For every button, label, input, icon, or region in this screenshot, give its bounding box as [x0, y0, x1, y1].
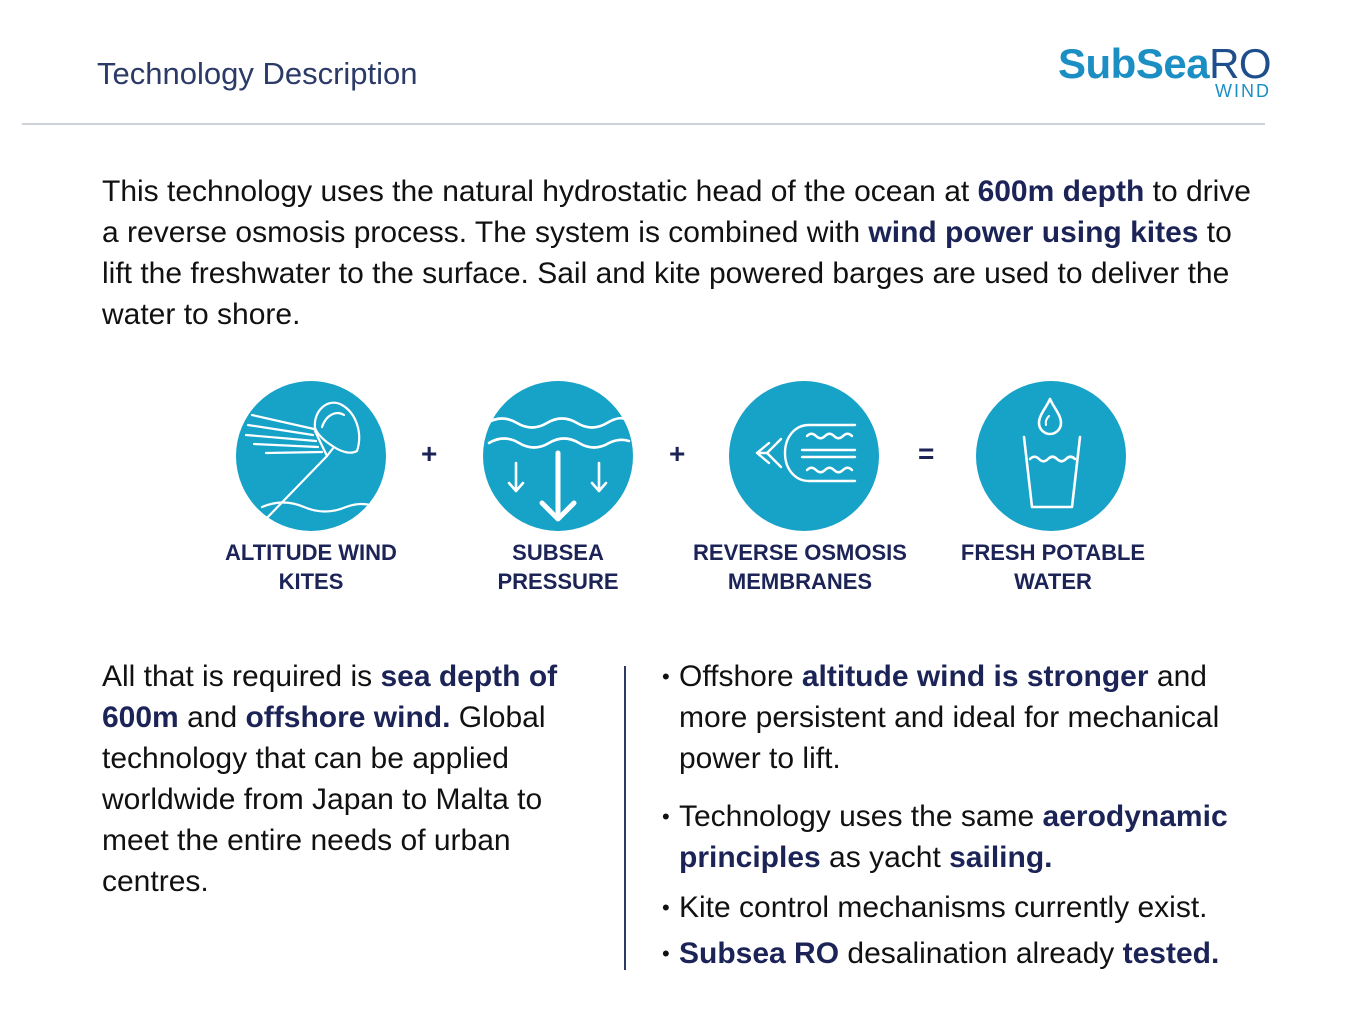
- caption-fresh-potable-water: FRESH POTABLE WATER: [960, 540, 1146, 594]
- equals-operator: =: [918, 438, 935, 469]
- caption-reverse-osmosis-membranes: REVERSE OSMOSIS MEMBRANES: [693, 540, 907, 594]
- plus-operator-2: +: [669, 438, 686, 469]
- membrane-icon: [729, 381, 879, 531]
- bullet-dot: •: [662, 941, 670, 966]
- logo-wind-text: WIND: [1215, 81, 1271, 101]
- intro-text-1: This technology uses the natural hydrost…: [102, 175, 978, 208]
- plus-operator-1: +: [421, 438, 438, 469]
- list-item: • Kite control mechanisms currently exist…: [662, 887, 1262, 928]
- left-text-1: All that is required is: [102, 660, 381, 693]
- left-text-2: and: [178, 701, 246, 734]
- bullet-1-text-2: and more persistent and ideal for mechan…: [679, 660, 1220, 775]
- caption-subsea-pressure: SUBSEA PRESSURE: [497, 540, 619, 594]
- intro-text-2: to drive a reverse osmosis process. The …: [102, 175, 1251, 249]
- bullet-4-bold-2: tested.: [1122, 937, 1220, 970]
- bullet-2-bold-2: sailing.: [949, 841, 1053, 874]
- requirements-paragraph: All that is required is sea depth of 600…: [102, 656, 592, 902]
- bullet-dot: •: [662, 804, 670, 829]
- list-item: • Technology uses the same aerodynamic pr…: [662, 796, 1262, 878]
- header-divider: [22, 123, 1265, 125]
- kite-icon: [236, 381, 386, 531]
- bullet-1-text-1: Offshore: [679, 660, 802, 693]
- water-glass-icon: [976, 381, 1126, 531]
- left-bold-wind: offshore wind.: [245, 701, 451, 734]
- left-bold-depth: sea depth of 600m: [102, 660, 558, 734]
- bullet-2-bold-1: aerodynamic principles: [679, 800, 1228, 874]
- subsearo-wind-logo: SubSeaRO WIND: [1058, 40, 1273, 102]
- bullet-dot: •: [662, 895, 670, 920]
- bullet-4-text: desalination already: [839, 937, 1123, 970]
- intro-paragraph: This technology uses the natural hydrost…: [102, 171, 1252, 335]
- left-text-3: Global technology that can be applied wo…: [102, 701, 546, 898]
- bullet-dot: •: [662, 664, 670, 689]
- bullet-4-bold-1: Subsea RO: [679, 937, 840, 970]
- intro-text-3: to lift the freshwater to the surface. S…: [102, 216, 1232, 331]
- logo-subsea-text: SubSea: [1058, 40, 1210, 87]
- caption-altitude-wind-kites: ALTITUDE WIND KITES: [225, 540, 397, 594]
- list-item: • Subsea RO desalination already tested.: [662, 933, 1262, 974]
- benefits-list: • Offshore altitude wind is stronger and …: [662, 656, 1262, 974]
- bullet-3-text: Kite control mechanisms currently exist.: [679, 891, 1208, 924]
- list-item: • Offshore altitude wind is stronger and …: [662, 656, 1262, 779]
- page-title: Technology Description: [97, 56, 418, 91]
- bullet-1-bold: altitude wind is stronger: [801, 660, 1149, 693]
- intro-bold-depth: 600m depth: [977, 175, 1145, 208]
- pressure-icon: [483, 381, 633, 531]
- intro-bold-kites: wind power using kites: [868, 216, 1199, 249]
- column-divider: [624, 666, 626, 970]
- bullet-2-text-1: Technology uses the same: [679, 800, 1043, 833]
- logo-ro-text: RO: [1209, 40, 1272, 87]
- bullet-2-text-2: as yacht: [820, 841, 950, 874]
